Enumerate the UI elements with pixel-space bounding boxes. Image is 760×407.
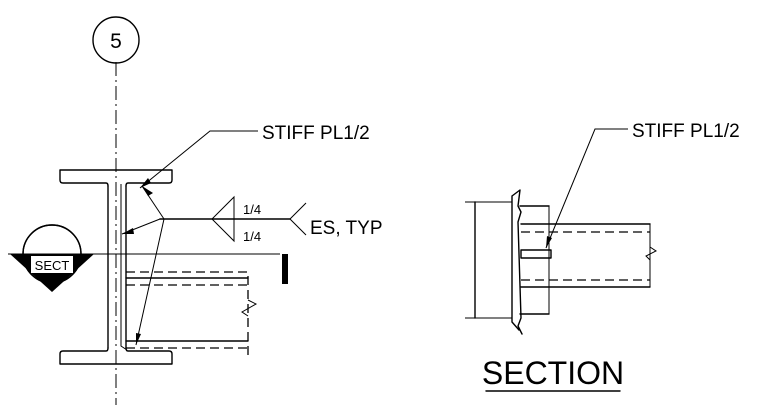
gridline-bubble — [92, 16, 140, 64]
section-view: STIFF PL1/2 — [465, 121, 740, 335]
weld-size-top: 1/4 — [243, 202, 261, 217]
section-marker-text-bg — [31, 256, 73, 273]
stiffener-note-section: STIFF PL1/2 — [632, 121, 740, 142]
weld-tail — [289, 202, 307, 236]
weld-arrow-top — [142, 186, 153, 196]
section-title: SECTION — [482, 355, 624, 391]
section-cut-end-tick — [282, 254, 288, 284]
column-top-flange — [59, 169, 173, 187]
stiffener-leader-arrowhead — [140, 178, 151, 188]
column-wide-flange — [59, 169, 173, 365]
weld-arrow-bottom — [136, 333, 141, 345]
stiffener-plate — [120, 184, 128, 351]
gridline-5: 5 — [92, 16, 140, 405]
stiffener-leader-plan: STIFF PL1/2 — [139, 123, 370, 189]
weld-note: ES, TYP — [310, 218, 383, 239]
weld-leader-bottom — [135, 218, 165, 346]
weld-arrow-web — [122, 228, 134, 234]
beam-plan — [125, 271, 258, 358]
section-stiffener-leader-line — [545, 128, 628, 249]
beam-break-mark — [241, 299, 258, 317]
fillet-weld-symbol — [211, 195, 235, 243]
section-title-block: SECTION — [482, 355, 624, 392]
stiffener-leader-line — [139, 130, 258, 189]
section-stiffener-plate — [520, 249, 552, 259]
section-marker-label: SECT — [35, 258, 70, 273]
stiffener-note-plan: STIFF PL1/2 — [262, 123, 370, 144]
section-stiffener-leader-arrowhead — [546, 236, 552, 248]
weld-size-bottom: 1/4 — [243, 229, 261, 244]
gridline-label: 5 — [110, 30, 122, 53]
section-beam-break-mark — [645, 246, 657, 261]
section-cut: SECT — [8, 224, 288, 292]
weld-symbol: 1/4 1/4 ES, TYP — [121, 185, 383, 346]
section-column-flange — [511, 189, 523, 335]
